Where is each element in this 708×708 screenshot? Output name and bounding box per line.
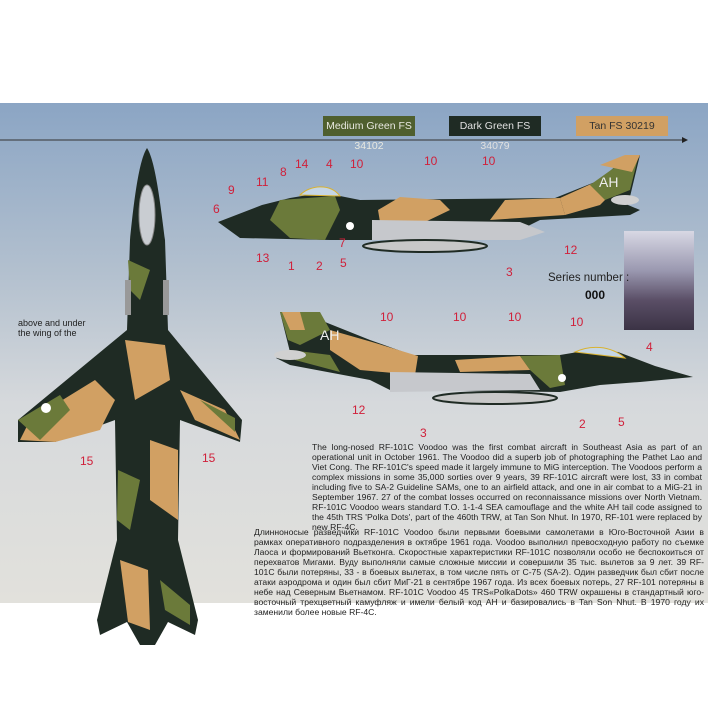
reference-photo	[624, 231, 694, 330]
label-10: 10	[350, 157, 364, 171]
label-4: 4	[646, 340, 653, 354]
aircraft-side-view-left: AH	[218, 155, 640, 253]
label-10: 10	[508, 310, 522, 324]
label-6: 6	[213, 202, 220, 216]
label-9: 9	[228, 183, 235, 197]
description-english: The long-nosed RF-101C Voodoo was the fi…	[312, 442, 702, 532]
label-15: 15	[202, 451, 216, 465]
label-10: 10	[424, 154, 438, 168]
star-insignia-icon	[41, 403, 51, 413]
label-14: 14	[295, 157, 309, 171]
series-number-label: Series number :	[548, 272, 630, 284]
label-7: 7	[339, 236, 346, 250]
tail-code: AH	[320, 327, 339, 343]
label-1: 1	[288, 259, 295, 273]
label-5: 5	[340, 256, 347, 270]
label-2: 2	[579, 417, 586, 431]
star-insignia-icon	[346, 222, 354, 230]
aircraft-top-view	[18, 148, 242, 645]
star-insignia-icon	[558, 374, 566, 382]
label-3: 3	[420, 426, 427, 440]
label-13: 13	[256, 251, 270, 265]
tail-code: AH	[599, 174, 618, 190]
label-12: 12	[352, 403, 366, 417]
label-10: 10	[482, 154, 496, 168]
aircraft-side-view-right: AH	[274, 312, 693, 405]
description-russian: Длинноносые разведчики RF-101C Voodoo бы…	[254, 527, 704, 617]
label-11: 11	[256, 175, 269, 189]
label-12: 12	[564, 243, 578, 257]
label-10: 10	[380, 310, 394, 324]
label-5: 5	[618, 415, 625, 429]
series-number-value: 000	[585, 288, 606, 302]
legend-medium-green: Medium Green FS 34102	[323, 116, 415, 152]
note-wing: above and under the wing of the	[18, 318, 86, 338]
label-10: 10	[453, 310, 467, 324]
label-3: 3	[506, 265, 513, 279]
legend-dark-green: Dark Green FS 34079	[449, 116, 541, 152]
label-15: 15	[80, 454, 94, 468]
label-8: 8	[280, 165, 287, 179]
label-2: 2	[316, 259, 323, 273]
legend-tan: Tan FS 30219	[576, 116, 668, 136]
label-10: 10	[570, 315, 584, 329]
arrow-head-icon	[682, 137, 688, 143]
label-4: 4	[326, 157, 333, 171]
